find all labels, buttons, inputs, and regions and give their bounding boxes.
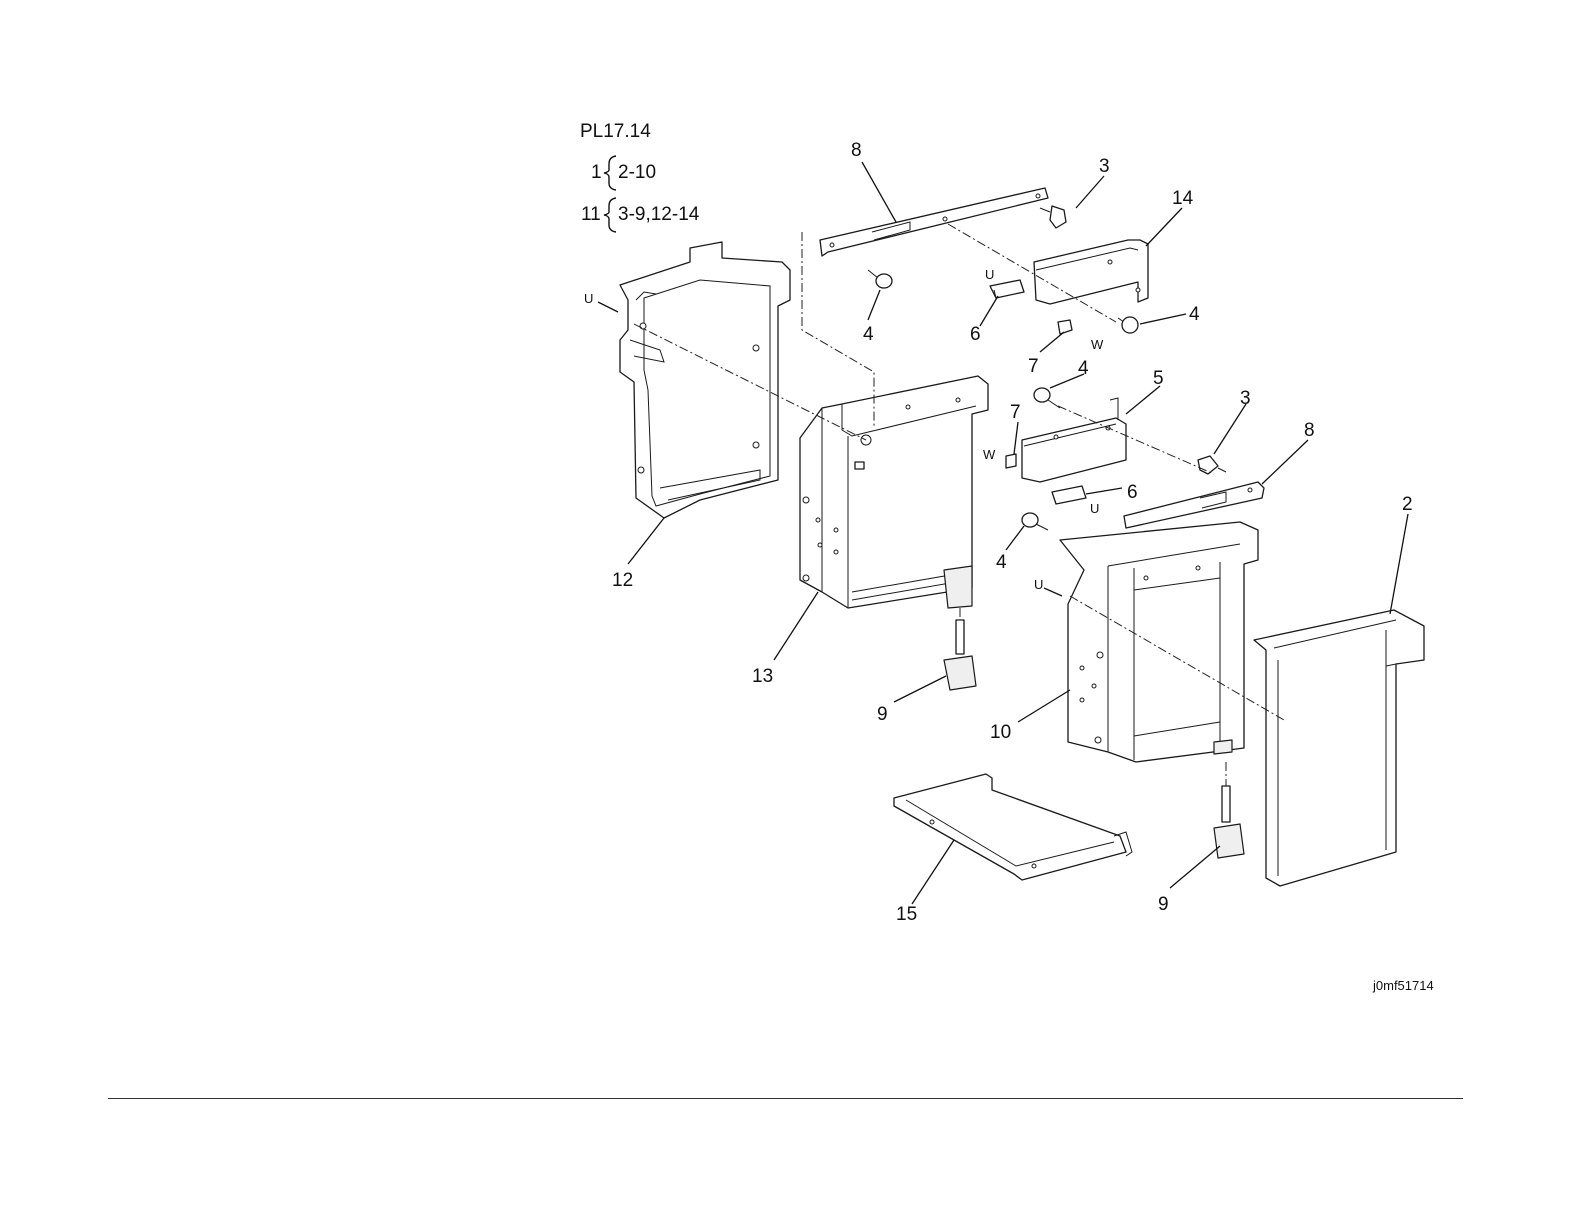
parts-list-header: PL17.14 1 2-10 11 3-9,12-14 [580,121,700,232]
kit-1-item: 1 [591,162,602,183]
kit-1-contents: 2-10 [618,162,656,183]
callout-9-left: 9 [877,704,888,725]
callout-10: 10 [990,722,1011,743]
foot-9-left [944,620,976,690]
callout-14: 14 [1172,188,1194,209]
callout-5: 5 [1153,368,1164,389]
callout-7-top: 7 [1028,356,1039,377]
part-13-left-chassis [800,376,988,608]
callout-8-top: 8 [851,140,862,161]
kit-11-brace [604,198,616,232]
callout-4-mid: 4 [1078,358,1089,379]
callout-8-mid: 8 [1304,420,1315,441]
part-5-bracket [1022,398,1126,482]
connector-6-mid [1052,486,1086,504]
connector-6-top [990,280,1024,298]
screw-3-mid [1198,456,1226,474]
callout-2: 2 [1402,494,1413,515]
clip-7-mid [1006,454,1016,468]
callout-12: 12 [612,570,633,591]
screw-4-left [868,270,892,288]
part-10-right-chassis [1060,522,1258,762]
screw-3-top [1040,206,1066,228]
plate-title: PL17.14 [580,121,651,142]
tag-w-top: W [1091,337,1104,352]
footer-rule [108,1098,1463,1099]
screw-4-low [1022,513,1048,530]
callout-15: 15 [896,904,917,925]
screw-4-mid [1034,388,1060,408]
part-14-bracket [1034,240,1148,304]
tag-u-frame: U [1034,577,1043,592]
tag-u-mid: U [1090,501,1099,516]
callout-9-right: 9 [1158,894,1169,915]
callout-6-top: 6 [970,324,981,345]
tag-w-mid: W [983,447,996,462]
callout-4-low: 4 [996,552,1007,573]
callout-6-mid: 6 [1127,482,1138,503]
clip-7-top [1058,320,1072,334]
callout-4-left: 4 [863,324,874,345]
callout-3-mid: 3 [1240,388,1251,409]
kit-11-contents: 3-9,12-14 [618,204,700,225]
callout-3-top: 3 [1099,156,1110,177]
tag-u-top: U [985,267,994,282]
callout-13: 13 [752,666,773,687]
callout-7-mid: 7 [1010,402,1021,423]
figure-id: j0mf51714 [1372,978,1434,993]
part-8-top-bar [820,188,1048,256]
part-12-rear-frame [620,242,790,518]
part-2-side-cover [1254,610,1424,886]
kit-1-brace [604,156,616,190]
screw-4-right [1118,317,1138,333]
part-15-tray [894,774,1132,880]
callout-4-right: 4 [1189,304,1200,325]
tag-u-left: U [584,291,593,306]
kit-11-item: 11 [581,204,601,225]
part-8-mid-bar [1124,482,1264,528]
